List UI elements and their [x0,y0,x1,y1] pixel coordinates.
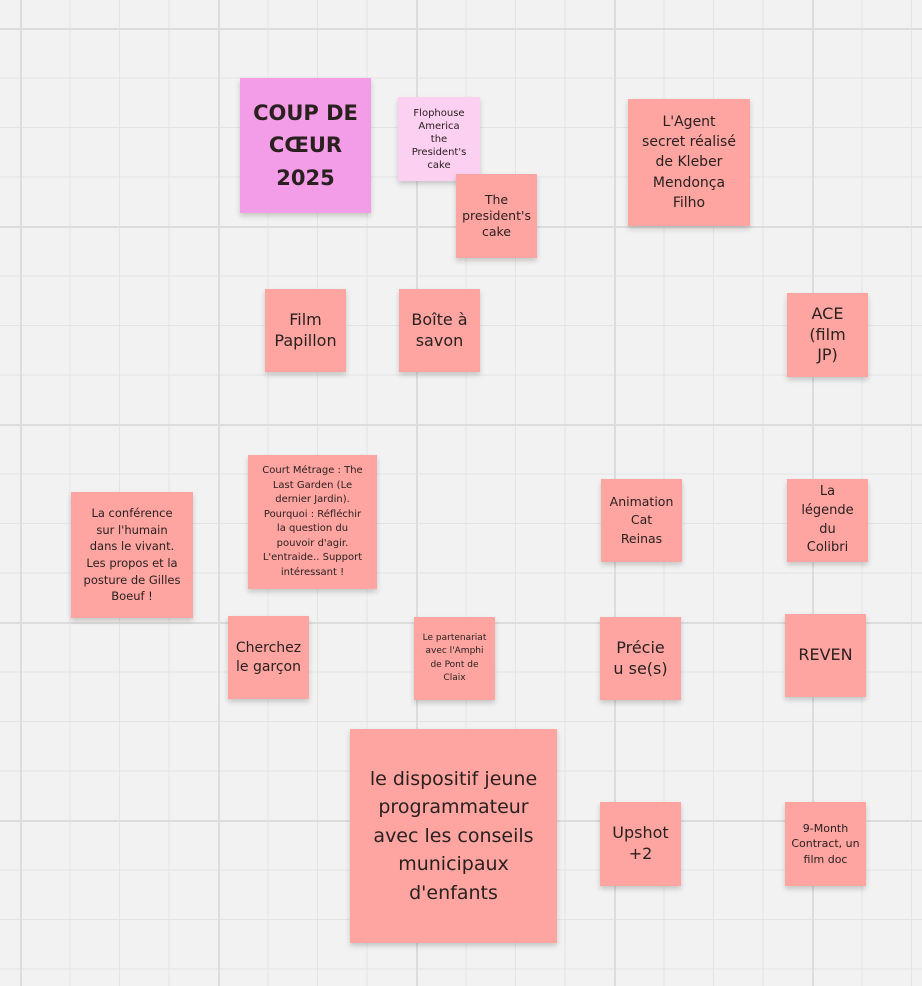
sticky-conference[interactable]: La conférence sur l'humain dans le vivan… [71,492,193,618]
sticky-court-metrage[interactable]: Court Métrage : The Last Garden (Le dern… [248,455,377,589]
sticky-text: La légende du Colibri [801,483,854,556]
sticky-9-month-contract[interactable]: 9-Month Contract, un film doc [785,802,866,886]
sticky-flophouse[interactable]: Flophouse America the President's cake [398,97,480,181]
sticky-precieuses[interactable]: Précieu se(s) [600,617,681,700]
sticky-text: Animation Cat Reinas [609,494,674,546]
sticky-text: Le partenariat avec l'Amphi de Pont de C… [422,633,487,683]
sticky-text: Précieu se(s) [613,637,668,678]
sticky-text: Boîte à savon [411,309,468,350]
sticky-text: The president's cake [462,191,531,240]
sticky-agent-secret[interactable]: L'Agent secret réalisé de Kleber Mendonç… [628,99,750,226]
sticky-text: ACE (film JP) [809,303,846,365]
sticky-legende-colibri[interactable]: La légende du Colibri [787,479,868,562]
sticky-reven[interactable]: REVEN [785,614,866,697]
sticky-upshot[interactable]: Upshot +2 [600,802,681,886]
sticky-text: Upshot +2 [612,823,669,863]
sticky-text: Court Métrage : The Last Garden (Le dern… [262,465,363,578]
sticky-text: Cherchez le garçon [235,640,302,675]
sticky-text: REVEN [798,645,853,665]
sticky-text: La conférence sur l'humain dans le vivan… [83,505,181,604]
sticky-text: le dispositif jeune programmateur avec l… [369,767,538,904]
sticky-text: Flophouse America the President's cake [411,107,467,171]
sticky-text: Film Papillon [274,309,337,350]
sticky-ace[interactable]: ACE (film JP) [787,293,868,377]
sticky-presidents-cake[interactable]: The president's cake [456,174,537,258]
sticky-coup-de-coeur[interactable]: COUP DE CŒUR 2025 [240,78,371,213]
sticky-film-papillon[interactable]: Film Papillon [265,289,346,372]
sticky-boite-a-savon[interactable]: Boîte à savon [399,289,480,372]
sticky-animation-cat-reinas[interactable]: Animation Cat Reinas [601,479,682,562]
sticky-partenariat-amphi[interactable]: Le partenariat avec l'Amphi de Pont de C… [414,617,495,700]
sticky-text: 9-Month Contract, un film doc [791,821,860,866]
sticky-text: L'Agent secret réalisé de Kleber Mendonç… [642,113,736,211]
sticky-dispositif-jeune-programmateur[interactable]: le dispositif jeune programmateur avec l… [350,729,557,943]
sticky-text: COUP DE CŒUR 2025 [253,100,358,190]
sticky-cherchez-le-garcon[interactable]: Cherchez le garçon [228,616,309,699]
